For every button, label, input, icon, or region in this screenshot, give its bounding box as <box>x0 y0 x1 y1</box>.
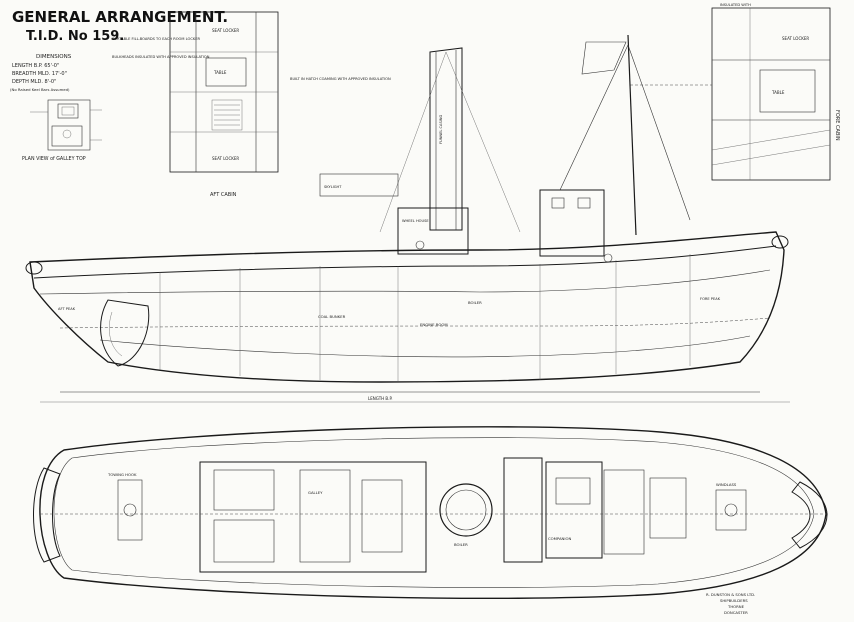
dimension-note: (No Raised Keel Bars Assumed) <box>10 87 70 92</box>
plan-boiler-label: BOILER <box>454 542 468 547</box>
fore-cabin-caption: FORE CABIN <box>834 110 840 141</box>
dimension-breadth: BREADTH MLD. 17'-0" <box>12 71 67 77</box>
aft-table-label: TABLE <box>213 70 227 75</box>
coal-bunker-label: COAL BUNKER <box>318 314 346 319</box>
boiler-label: BOILER <box>468 300 482 305</box>
aft-peak-label: AFT PEAK <box>58 307 76 311</box>
builder-line-4: DONCASTER <box>724 610 748 615</box>
fore-cabin-section: TABLE SEAT LOCKER INSULATED WITH FORE CA… <box>630 3 840 181</box>
builder-stamp: R. DUNSTON & SONS LTD. SHIPBUILDERS THOR… <box>706 592 755 615</box>
length-bp-label: LENGTH B.P. <box>368 396 393 401</box>
dimension-length: LENGTH B.P. 65'-0" <box>12 63 59 69</box>
skylight-label: SKYLIGHT <box>324 185 342 189</box>
galley-caption: PLAN VIEW of GALLEY TOP <box>22 156 86 162</box>
funnel-casing-label: FUNNEL CASING <box>439 115 443 144</box>
aft-seat-locker-label-lower: SEAT LOCKER <box>212 156 239 161</box>
plan-towing-hook-label: TOWING HOOK <box>107 472 137 477</box>
title-block: GENERAL ARRANGEMENT. T.I.D. No 159. <box>12 8 228 44</box>
note-fill-boards: PORTABLE FILL-BOARDS TO EACH ROOM LOCKER <box>112 37 200 41</box>
deck-plan-view: GALLEY BOILER WINDLASS TOWING HOOK COMPA… <box>33 426 830 600</box>
wheelhouse-label: WHEEL HOUSE <box>402 219 429 223</box>
aft-cabin-section: SEAT LOCKER TABLE SEAT LOCKER AFT CABIN … <box>112 11 391 198</box>
builder-line-2: SHIPBUILDERS <box>720 598 748 603</box>
drawing-title: GENERAL ARRANGEMENT. <box>12 8 228 26</box>
aft-seat-locker-label: SEAT LOCKER <box>212 28 239 33</box>
fore-seat-locker-label: SEAT LOCKER <box>782 36 809 41</box>
engine-room-label: ENGINE ROOM <box>420 322 448 327</box>
aft-cabin-caption: AFT CABIN <box>210 192 237 198</box>
fore-insulated-note: INSULATED WITH <box>720 3 751 7</box>
fore-table-label: TABLE <box>771 90 785 95</box>
note-hatch-coaming: BUILT IN HATCH COAMING WITH APPROVED INS… <box>290 77 391 81</box>
plan-galley-label: GALLEY <box>308 490 323 495</box>
builder-line-1: R. DUNSTON & SONS LTD. <box>706 592 755 597</box>
fore-peak-label: FORE PEAK <box>700 297 721 301</box>
plan-windlass-label: WINDLASS <box>716 482 737 487</box>
plan-companion-label: COMPANION <box>548 536 572 541</box>
dimensions-heading: DIMENSIONS <box>36 54 72 60</box>
dimensions-table: DIMENSIONS LENGTH B.P. 65'-0" BREADTH ML… <box>10 54 72 92</box>
note-bulkhead-insulation: BULKHEADS INSULATED WITH APPROVED INSULA… <box>112 55 210 59</box>
dimension-depth: DEPTH MLD. 8'-0" <box>12 79 56 85</box>
builder-line-3: THORNE <box>727 604 745 609</box>
drawing-number: T.I.D. No 159. <box>26 29 124 44</box>
galley-plan-view: PLAN VIEW of GALLEY TOP <box>22 99 102 162</box>
profile-elevation-view: AFT PEAK COAL BUNKER ENGINE ROOM BOILER … <box>25 34 790 403</box>
